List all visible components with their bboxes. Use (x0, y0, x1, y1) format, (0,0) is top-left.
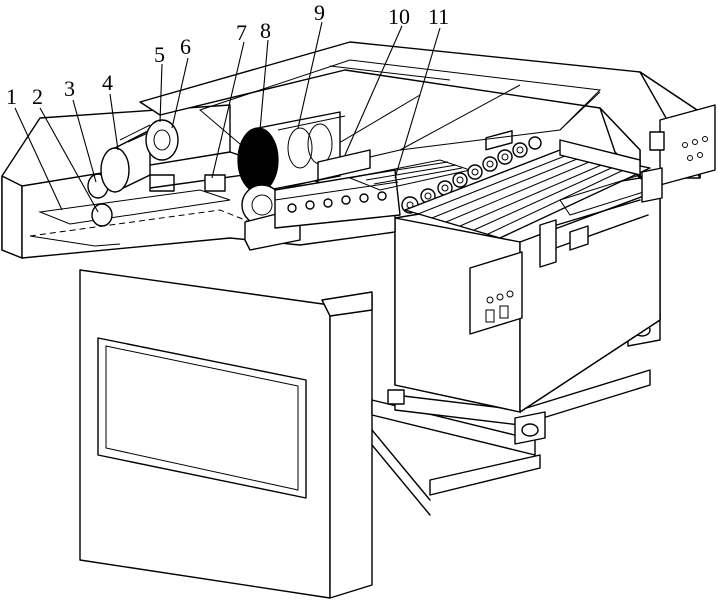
leader-8 (259, 39, 269, 131)
leader-4 (109, 93, 119, 151)
leader-7 (211, 41, 245, 179)
callout-5: 5 (154, 42, 165, 67)
callout-6: 6 (180, 34, 191, 59)
leader-1 (14, 107, 63, 211)
leader-2 (39, 107, 99, 213)
callout-4: 4 (102, 70, 113, 95)
callout-9: 9 (314, 0, 325, 25)
indicator-box (649, 131, 665, 151)
leader-9 (297, 21, 323, 129)
leader-11 (394, 27, 441, 179)
leader-5 (159, 63, 163, 123)
roller-4 (100, 147, 130, 193)
bar-10 (317, 149, 371, 181)
frame-foot (387, 389, 405, 405)
leader-6 (171, 57, 189, 129)
roller-8 (237, 127, 279, 193)
callout-1: 1 (6, 84, 17, 109)
pulley-6 (145, 119, 179, 161)
callout-7: 7 (236, 20, 247, 45)
cabinet (79, 269, 373, 599)
main-roller-assembly (237, 111, 472, 251)
bearing-block-7 (204, 174, 226, 192)
leader-lines (14, 21, 441, 213)
bearing-block-left (149, 174, 175, 192)
callout-labels: 1 2 3 4 5 6 7 8 9 10 11 (6, 0, 449, 109)
stacking-rack (404, 139, 663, 268)
leader-10 (344, 25, 403, 156)
feed-rollers (87, 119, 281, 227)
control-panel (469, 251, 523, 335)
callout-11: 11 (428, 4, 449, 29)
roller-row (401, 136, 542, 214)
callout-2: 2 (32, 84, 43, 109)
callout-10: 10 (388, 4, 410, 29)
callout-3: 3 (64, 76, 75, 101)
callout-8: 8 (260, 18, 271, 43)
right-housing (393, 130, 661, 414)
leader-3 (72, 99, 97, 183)
display-window (485, 130, 513, 151)
